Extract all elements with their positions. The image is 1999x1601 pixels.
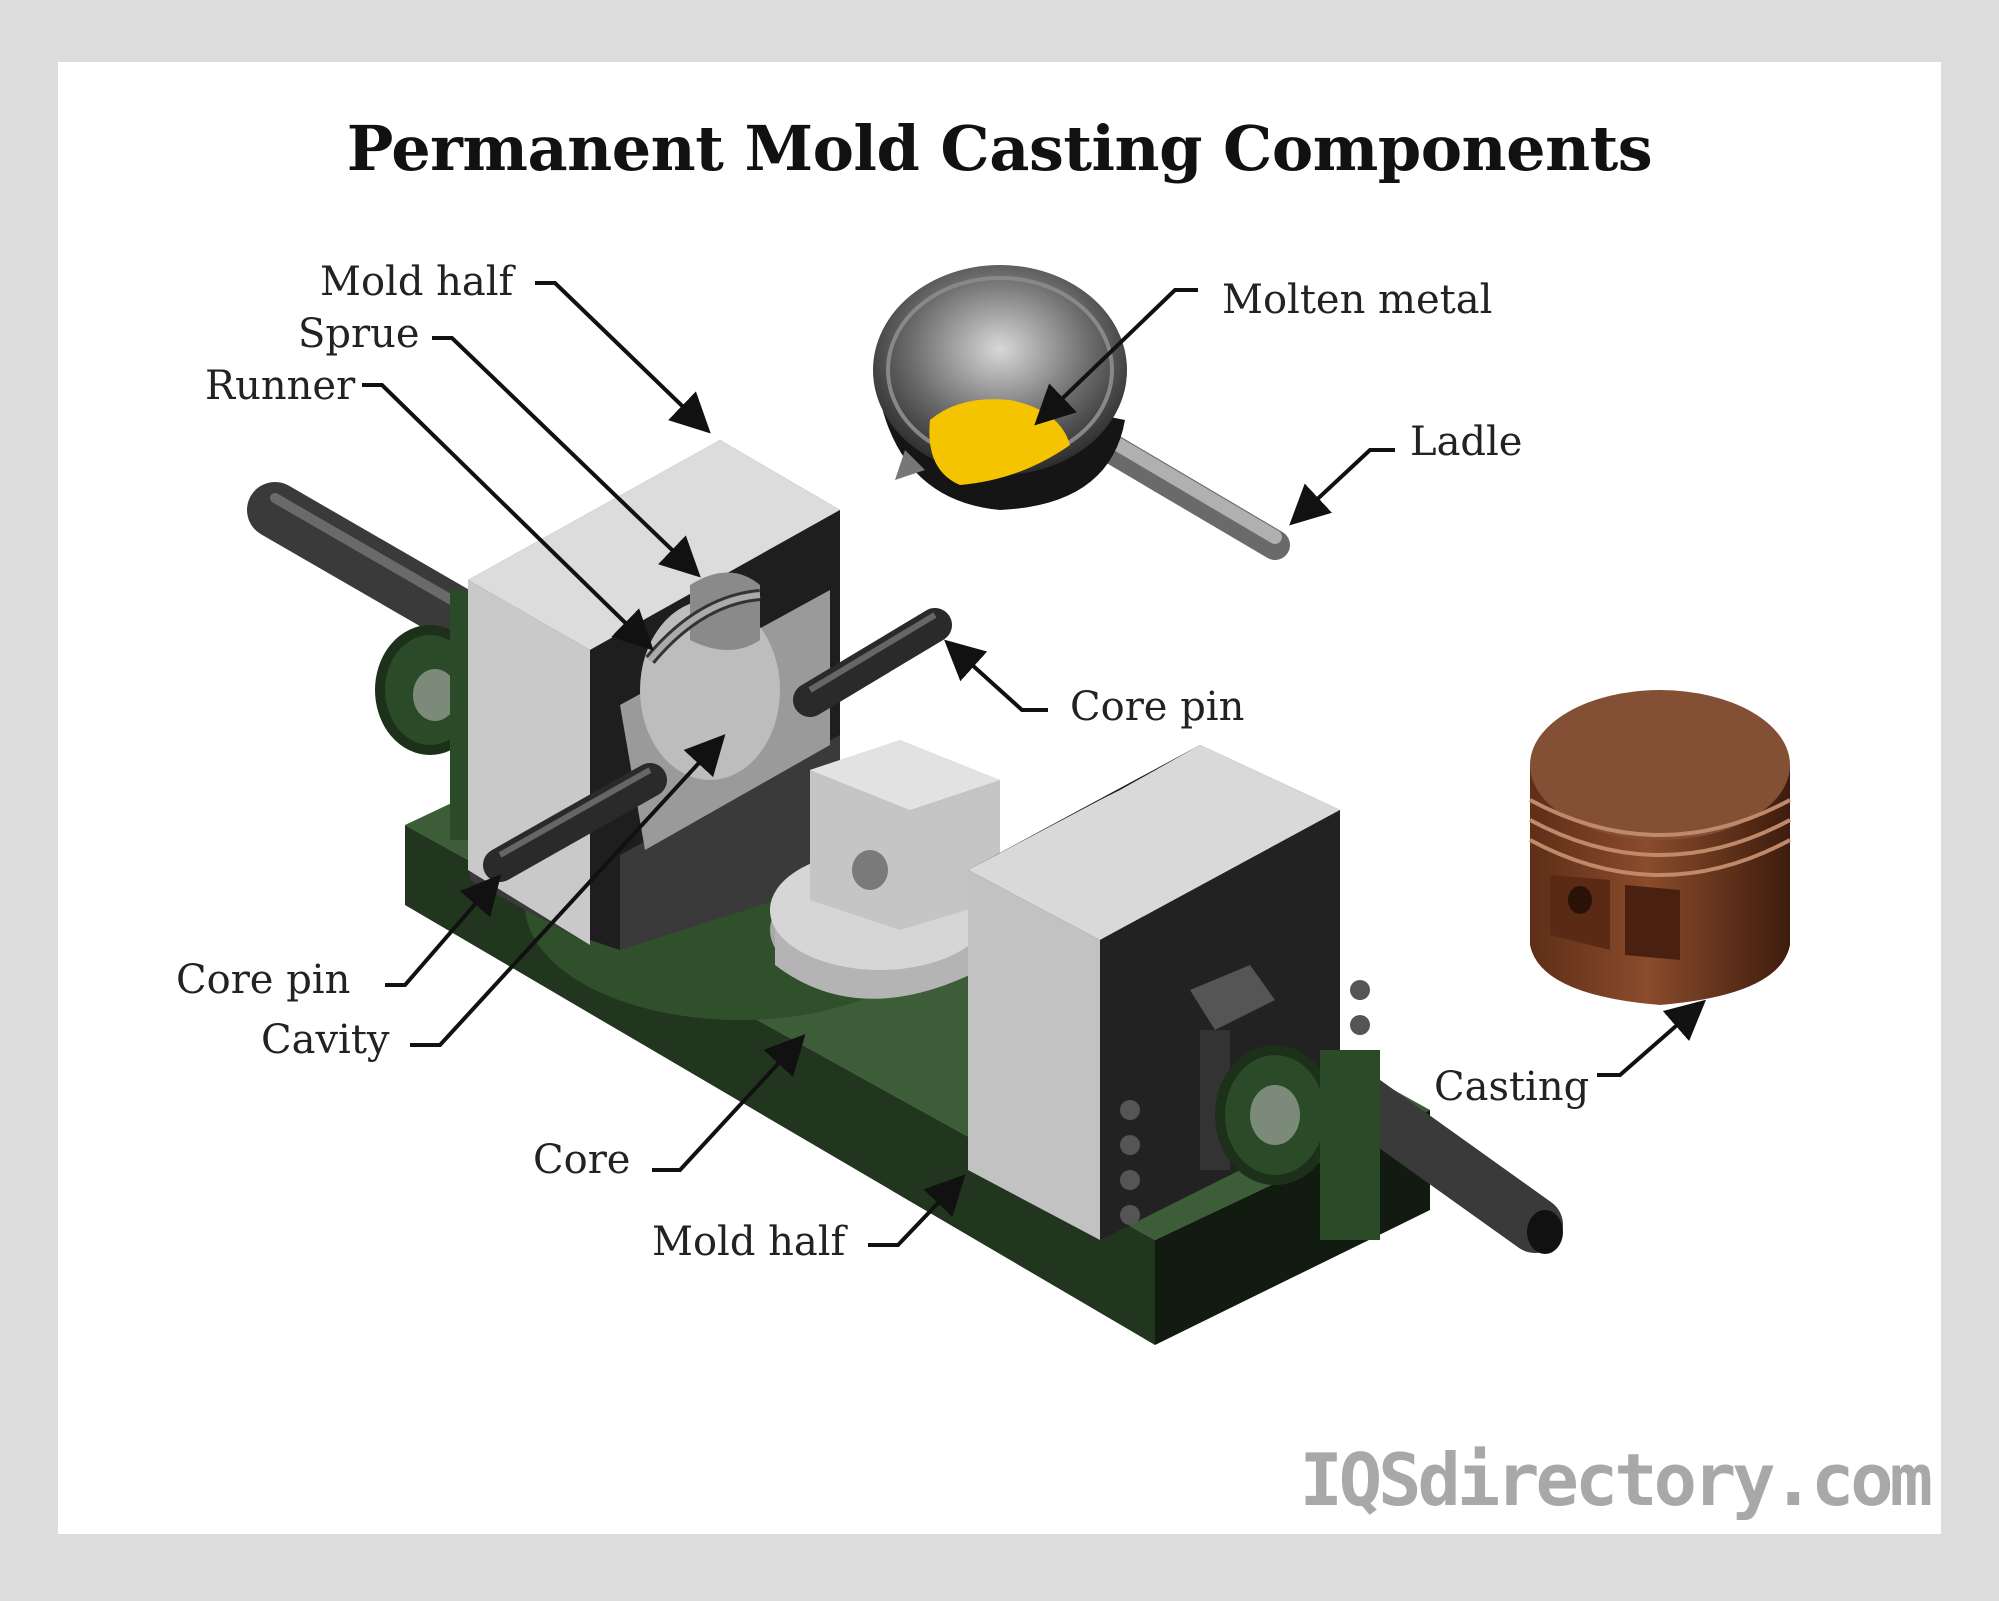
leader-cavity [410,734,726,1047]
casting-piston [1529,690,1791,1005]
leader-core-pin-left [385,873,502,987]
label-runner: Runner [205,363,356,409]
leader-mold-half-top [535,281,711,434]
watermark-logo: IQSdirectory.com [1299,1438,1933,1522]
leader-mold-half-bottom [868,1174,966,1247]
label-cavity: Cavity [261,1017,390,1063]
leader-sprue [432,336,701,578]
leader-lines [362,281,1707,1247]
core-pin-upper [793,608,952,717]
label-mold-half-top: Mold half [320,259,514,305]
label-casting: Casting [1434,1064,1590,1110]
label-ladle: Ladle [1410,419,1523,465]
core-piece [770,740,1000,999]
leader-core [652,1034,806,1172]
right-handwheel [1215,1045,1563,1254]
diagram-title: Permanent Mold Casting Components [346,112,1653,185]
label-mold-half-bottom: Mold half [652,1219,846,1265]
leader-molten-metal [1034,288,1198,426]
leader-ladle [1289,448,1395,526]
label-sprue: Sprue [298,311,420,357]
leader-core-pin-right [944,639,1048,712]
left-mold-half [468,440,840,950]
label-core-pin-left: Core pin [176,957,351,1003]
label-molten-metal: Molten metal [1222,277,1493,323]
label-core: Core [533,1137,631,1183]
core-pin-lower [483,763,667,882]
label-core-pin-right: Core pin [1070,684,1245,730]
ladle [873,265,1290,560]
leader-casting [1597,999,1707,1077]
leader-runner [362,383,654,651]
